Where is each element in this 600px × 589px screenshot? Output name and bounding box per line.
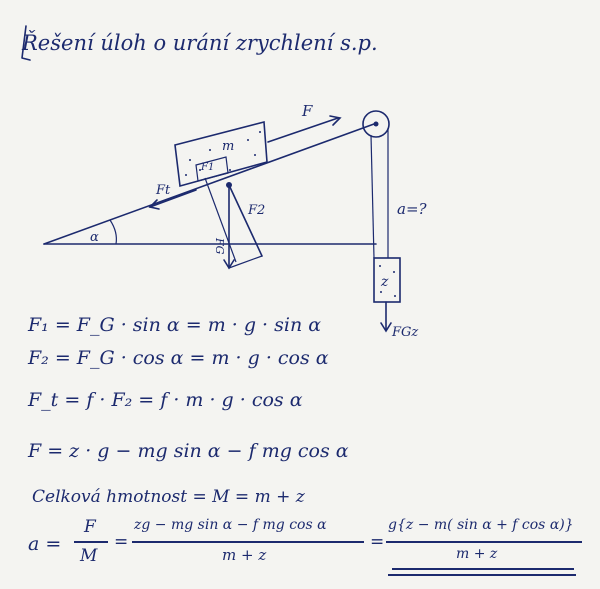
friction-arrow: [149, 189, 197, 208]
fg-label: FG: [213, 237, 226, 255]
component-closing-line: [228, 255, 263, 269]
hanging-mass-label: z: [380, 274, 389, 290]
final-num-2: zg − mg sin α − f mg cos α: [134, 517, 327, 533]
friction-arrowhead: [148, 199, 160, 210]
equation-ft: F_t = f · F₂ = f · m · g · cos α: [28, 389, 303, 411]
incline-slope: [43, 123, 375, 245]
equation-f2: F₂ = F_G · cos α = m · g · cos α: [28, 347, 329, 369]
equation-force: F = z · g − mg sin α − f mg cos α: [28, 440, 349, 462]
final-den-1: M: [80, 546, 98, 566]
pulley-axle: [373, 121, 379, 127]
block-on-incline: [174, 120, 268, 188]
final-den-2: m + z: [222, 546, 267, 564]
final-num-3: g{z − m( sin α + f cos α)}: [388, 517, 574, 533]
block-speckle: [185, 131, 261, 176]
final-den-3: m + z: [456, 546, 498, 562]
rope-left: [370, 134, 375, 259]
f-label: F: [301, 102, 313, 120]
hanging-block-speckle: [379, 265, 396, 297]
pull-force-arrow: [267, 117, 339, 143]
final-bar-1: [74, 541, 108, 543]
final-lhs: a =: [28, 533, 62, 555]
page-title: Řešení úloh o urání zrychlení s.p.: [21, 31, 378, 55]
underline-2: [388, 574, 576, 576]
title-bracket: [21, 25, 31, 61]
final-eq-1: =: [114, 532, 129, 552]
equation-total-mass: Celková hmotnost = M = m + z: [32, 487, 305, 507]
f1-box: [195, 156, 229, 182]
mass-label-m: m: [222, 139, 234, 154]
pull-force-arrowhead: [329, 115, 342, 126]
ft-label: Ft: [155, 183, 171, 198]
final-num-1: F: [84, 517, 96, 537]
f2-label: F2: [247, 203, 265, 218]
equation-f1: F₁ = F_G · sin α = m · g · sin α: [28, 314, 322, 336]
underline-1: [392, 568, 574, 570]
pulley-wheel: [362, 110, 390, 138]
final-eq-2: =: [370, 532, 385, 552]
hanging-gravity-arrowhead: [380, 322, 392, 333]
angle-arc: [109, 219, 117, 245]
fgz-label: FGz: [391, 325, 418, 340]
acceleration-label: a=?: [397, 200, 428, 218]
normal-helper-line: [204, 177, 237, 263]
final-bar-3: [386, 541, 582, 543]
f1-label: F1: [200, 162, 214, 173]
normal-component-arrow: [228, 184, 263, 257]
angle-label: α: [90, 230, 99, 245]
final-bar-2: [132, 541, 364, 543]
hanging-block: [373, 257, 401, 303]
